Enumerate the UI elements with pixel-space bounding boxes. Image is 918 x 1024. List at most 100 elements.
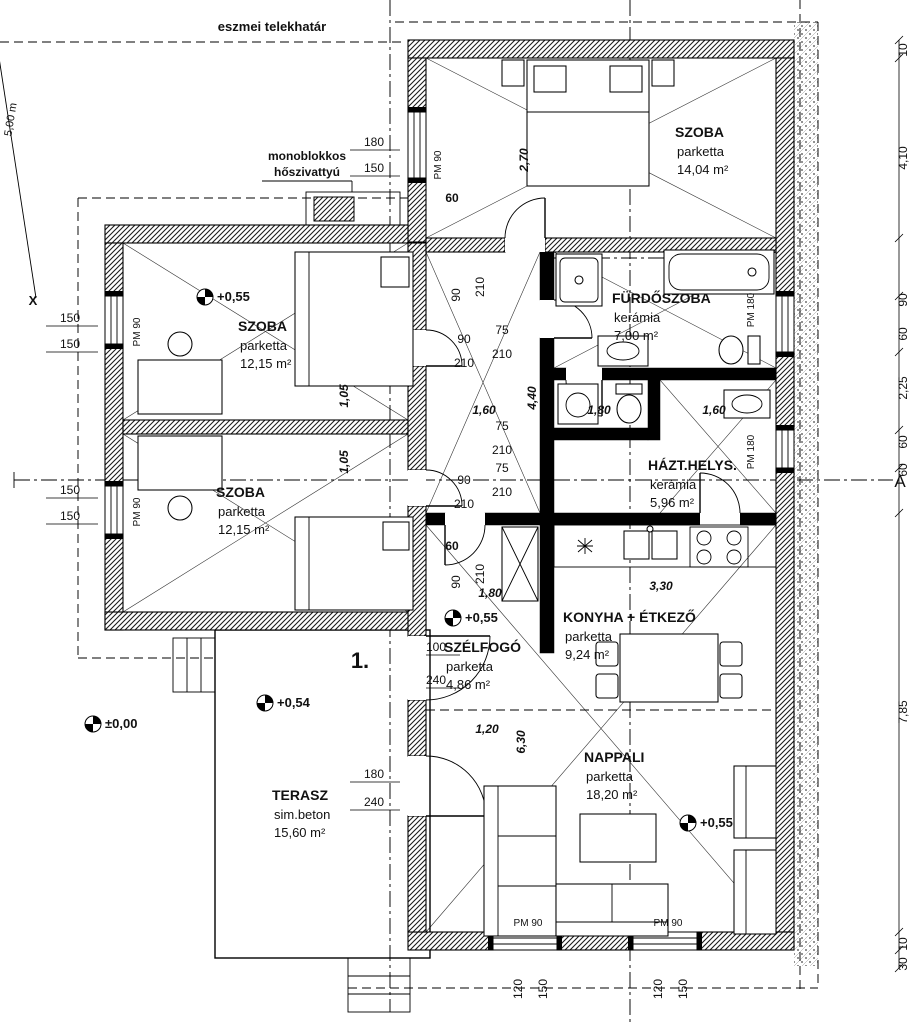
dim-label: 75 [495, 419, 509, 433]
boundary-label: eszmei telekhatár [218, 19, 326, 34]
dim-label: 1,05 [337, 450, 351, 474]
dim-label: 150 [60, 311, 80, 325]
elevation-label: +0,55 [700, 815, 733, 830]
sofa [483, 785, 669, 937]
dim-label: 1,80 [478, 586, 502, 600]
bed [294, 251, 414, 387]
utility-sink [723, 389, 771, 419]
room-name-label: SZOBA [675, 124, 724, 140]
dim-label: 150 [60, 483, 80, 497]
entry-number-label: 1. [351, 648, 369, 673]
dim-label: PM 90 [514, 918, 543, 929]
room-area-label: 5,96 m² [650, 495, 695, 510]
room-labels-layer: SZOBA parketta 14,04 m² SZOBA parketta 12,15 … [216, 124, 737, 840]
bed [294, 516, 414, 611]
dim-label: 210 [473, 564, 487, 584]
door [408, 469, 463, 507]
room-material-label: parketta [218, 504, 266, 519]
room-name-label: SZOBA [238, 318, 287, 334]
heatpump-label: monoblokkos [268, 149, 346, 163]
dim-label: PM 180 [746, 292, 757, 327]
room-name-label: SZOBA [216, 484, 265, 500]
toilet [615, 383, 643, 424]
bathtub [663, 249, 775, 295]
dim-label: 90 [449, 288, 463, 302]
dim-label: 30 [896, 957, 910, 971]
elevation-label: +0,55 [465, 610, 498, 625]
elevation-marker [444, 609, 462, 627]
dim-label: 90 [457, 473, 471, 487]
room-material-label: parketta [677, 144, 725, 159]
distance-label: 5,00 m [2, 102, 19, 137]
window [775, 425, 795, 473]
axis-label: X [29, 293, 38, 308]
room-area-label: 18,20 m² [586, 787, 638, 802]
dim-label: 75 [495, 461, 509, 475]
dim-label: 100 [426, 640, 446, 654]
dim-label: 1,20 [475, 722, 499, 736]
room-material-label: parketta [446, 659, 494, 674]
heatpump-label: hőszivattyú [274, 165, 340, 179]
elevation-label: +0,54 [277, 695, 311, 710]
dimension-labels-layer: eszmei telekhatár monoblokkos hőszivattyúX… [2, 19, 910, 999]
toilet [718, 335, 761, 365]
armchair [733, 849, 777, 935]
dim-label: 180 [364, 767, 384, 781]
dim-label: 2,25 [896, 376, 910, 400]
dim-label: 60 [896, 327, 910, 341]
armchair [733, 765, 777, 839]
dim-label: 240 [426, 673, 446, 687]
gravel-strip [794, 22, 818, 966]
room-material-label: sim.beton [274, 807, 330, 822]
exterior-stair [347, 957, 411, 1013]
dim-label: PM 90 [433, 150, 444, 179]
dim-label: 60 [445, 191, 459, 205]
shower [555, 253, 603, 307]
chimney-wall [539, 524, 555, 654]
dim-label: 150 [676, 979, 690, 999]
dim-label: 60 [896, 463, 910, 477]
dim-label: 210 [492, 347, 512, 361]
dim-label: 120 [511, 979, 525, 999]
room-material-label: parketta [240, 338, 288, 353]
room-material-label: kerámia [650, 477, 697, 492]
elevation-marker [84, 715, 102, 733]
dim-label: 150 [364, 161, 384, 175]
desk [137, 435, 223, 491]
dim-label: 10 [896, 937, 910, 951]
furniture-layer [137, 59, 777, 937]
door [699, 472, 741, 525]
dim-label: 1,60 [702, 403, 726, 417]
washbasin [597, 335, 649, 367]
heat-pump [262, 180, 401, 226]
dim-label: PM 90 [654, 918, 683, 929]
stove [689, 526, 749, 568]
dim-label: PM 90 [132, 317, 143, 346]
door [540, 299, 593, 339]
room-name-label: TERASZ [272, 787, 328, 803]
room-name-label: KONYHA + ÉTKEZŐ [563, 608, 696, 625]
terrace-step [172, 637, 216, 693]
wardrobe [501, 526, 539, 602]
elevation-marker [679, 814, 697, 832]
dim-label: 4,40 [525, 386, 539, 411]
dim-label: 210 [492, 485, 512, 499]
room-area-label: 9,24 m² [565, 647, 610, 662]
dim-label: 3,30 [649, 579, 673, 593]
room-name-label: NAPPALI [584, 749, 644, 765]
room-area-label: 14,04 m² [677, 162, 729, 177]
dim-label: 10 [896, 43, 910, 57]
dim-label: 90 [896, 293, 910, 307]
room-area-label: 12,15 m² [218, 522, 270, 537]
elevation-label: +0,55 [217, 289, 250, 304]
dim-label: 60 [896, 435, 910, 449]
room-name-label: HÁZT.HELYS. [648, 457, 737, 473]
dim-label: 90 [449, 575, 463, 589]
room-area-label: 15,60 m² [274, 825, 326, 840]
double-bed [501, 59, 675, 187]
site-diagonal-line [0, 61, 37, 299]
dim-label: 210 [473, 277, 487, 297]
dim-label: 60 [445, 539, 459, 553]
room-area-label: 7,00 m² [614, 328, 659, 343]
chair [167, 331, 193, 357]
